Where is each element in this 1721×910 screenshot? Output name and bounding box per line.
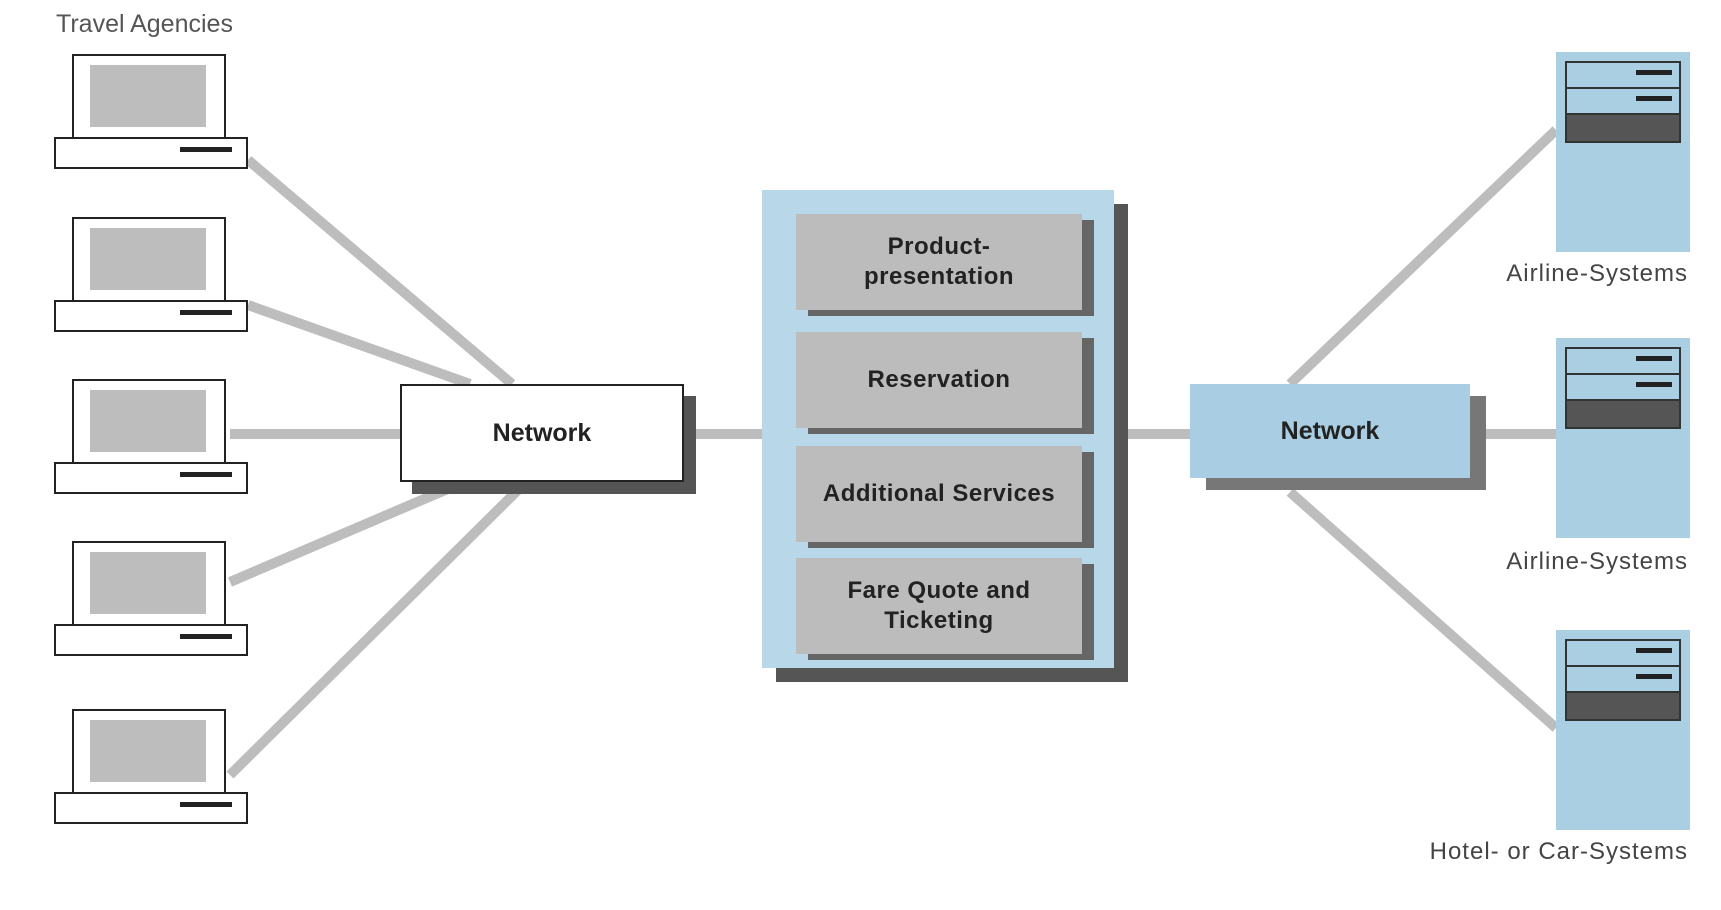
terminal-icon [54,54,248,169]
server-icon [1556,338,1690,538]
system-label-hotel-car: Hotel- or Car-Systems [1429,838,1688,865]
network-left: Network [400,384,684,482]
terminal-icon [54,217,248,332]
service-label: Reservation [867,366,1011,393]
service-label: Additional Services [822,480,1056,507]
server-icon [1556,630,1690,830]
link-agency-1 [244,156,516,388]
network-right: Network [1190,384,1470,478]
link-system-1 [1286,126,1560,388]
link-agency-4 [228,483,452,587]
terminal-icon [54,541,248,656]
system-label-airline-2: Airline-Systems [1506,548,1688,575]
link-agency-2 [246,300,472,389]
service-label: Product- presentation [863,233,1015,290]
service-reservation: Reservation [796,332,1082,428]
link-system-3 [1286,488,1560,732]
service-additional-services: Additional Services [796,446,1082,542]
travel-agencies-title: Travel Agencies [56,10,233,38]
terminal-icon [54,379,248,494]
terminal-icon [54,709,248,824]
system-label-airline-1: Airline-Systems [1506,260,1688,287]
service-label: Fare Quote and Ticketing [847,577,1031,634]
service-product-presentation: Product- presentation [796,214,1082,310]
server-icon [1556,52,1690,252]
link-agency-5 [226,484,524,779]
service-fare-quote-ticketing: Fare Quote and Ticketing [796,558,1082,654]
